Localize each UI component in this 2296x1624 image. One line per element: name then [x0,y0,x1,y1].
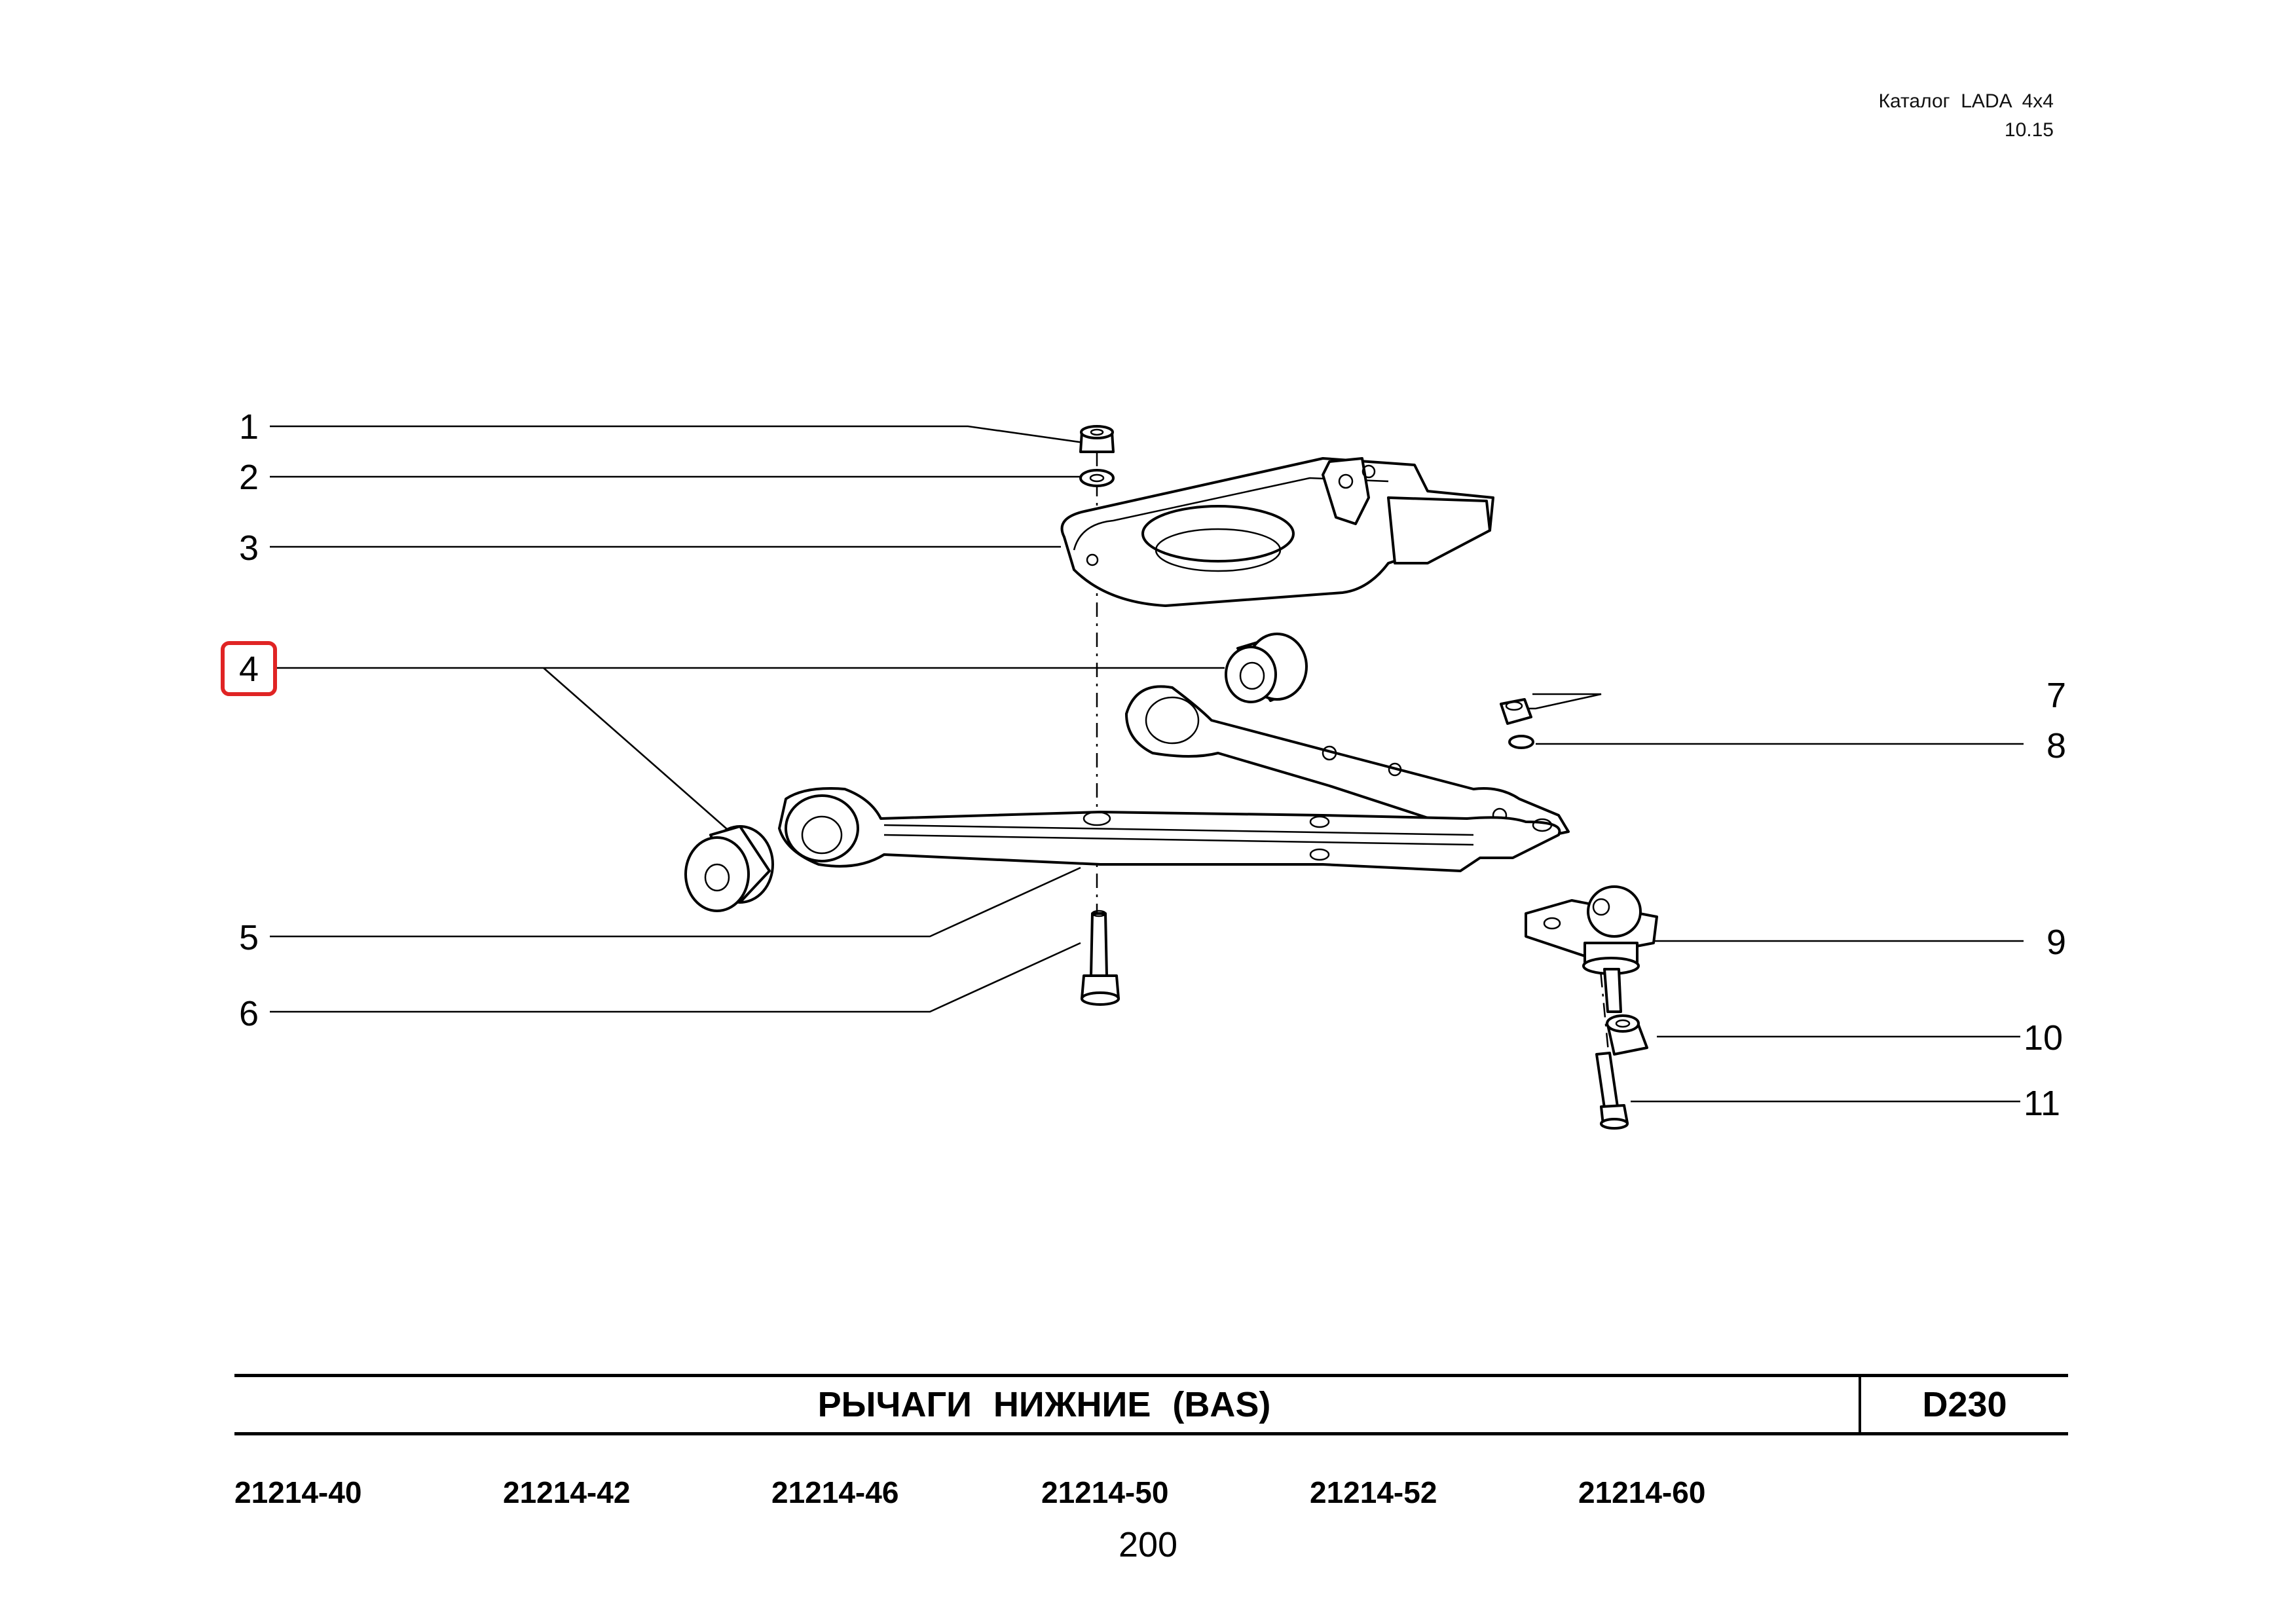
part-2-washer [1079,469,1115,487]
model-code: 21214-40 [234,1475,362,1509]
callout-1: 1 [239,407,259,447]
callout-2: 2 [239,458,259,497]
leader-6 [270,942,1081,1013]
leader-1 [270,425,1084,444]
section-title: РЫЧАГИ НИЖНИЕ (BAS) [817,1385,1271,1424]
part-5-lower-arm [778,685,1570,872]
callout-9: 9 [2046,923,2066,962]
callout-5: 5 [239,918,259,957]
part-6-bolt [1081,910,1120,1006]
callout-7: 7 [2046,676,2066,715]
part-4-bushing-lower [684,825,774,912]
part-10-nut [1606,1014,1648,1056]
callout-labels: 1 2 3 4 5 6 7 8 9 10 11 [239,407,2066,1123]
leader-5 [270,866,1081,938]
catalog-name: Каталог LADA 4x4 [1878,90,2054,112]
callout-11: 11 [2024,1084,2060,1123]
part-3-bracket [1060,457,1494,607]
part-1-nut [1079,425,1115,453]
part-8-washer [1508,735,1534,749]
catalog-revision: 10.15 [2004,119,2054,141]
title-block: РЫЧАГИ НИЖНИЕ (BAS) D230 [234,1374,2068,1435]
callout-4: 4 [239,650,259,689]
callout-8: 8 [2046,726,2066,766]
part-7-nut [1500,698,1532,725]
callout-4-highlight [221,641,277,696]
model-code: 21214-46 [771,1475,899,1509]
model-code: 21214-60 [1578,1475,1706,1509]
part-9-ball-joint [1525,885,1658,1013]
callout-6: 6 [239,994,259,1033]
callout-3: 3 [239,528,259,568]
leader-lines [270,425,2024,1103]
model-code: 21214-52 [1310,1475,1437,1509]
part-11-bolt [1595,1052,1629,1130]
leader-4b [543,667,728,830]
model-code: 21214-42 [503,1475,631,1509]
model-code: 21214-50 [1041,1475,1169,1509]
page-number: 200 [1118,1525,1178,1564]
callout-10: 10 [2024,1018,2063,1058]
part-4-bushing-upper [1225,633,1308,703]
section-code: D230 [1859,1377,2068,1432]
